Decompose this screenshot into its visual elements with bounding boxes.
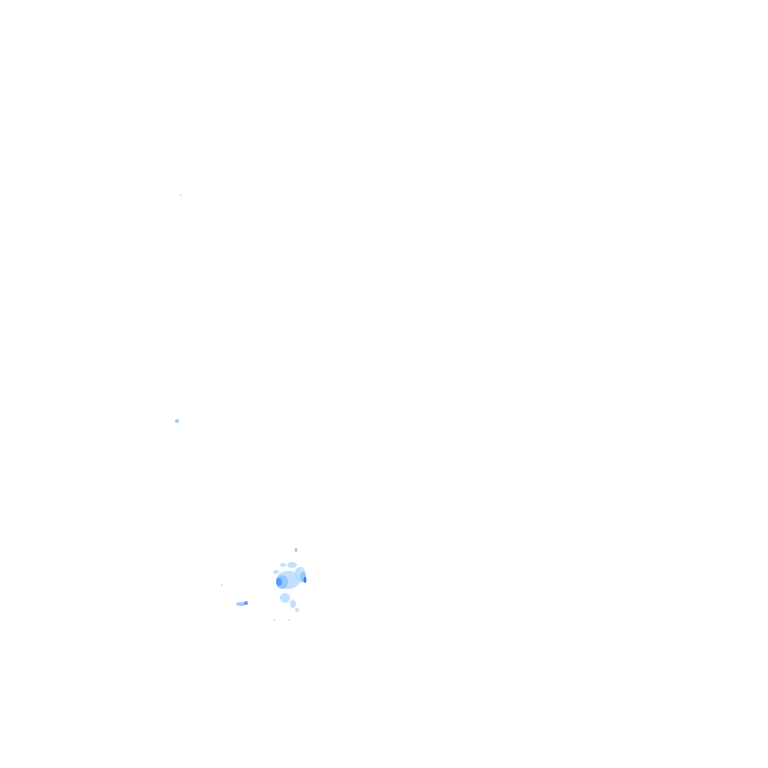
radar-echo [273, 570, 279, 574]
radar-echo [236, 602, 246, 606]
radar-echo [287, 562, 297, 568]
radar-echo [294, 548, 298, 552]
radar-echo [280, 593, 290, 603]
radar-echo [221, 584, 223, 586]
radar-echo [290, 600, 296, 608]
radar-echo [175, 419, 179, 423]
radar-echo [303, 577, 307, 583]
radar-echo [280, 563, 286, 567]
radar-echo [288, 619, 290, 621]
radar-echo [180, 194, 182, 196]
radar-echo [244, 601, 248, 605]
radar-echo [273, 619, 275, 621]
radar-echo [276, 578, 282, 586]
radar-echo [295, 608, 299, 612]
